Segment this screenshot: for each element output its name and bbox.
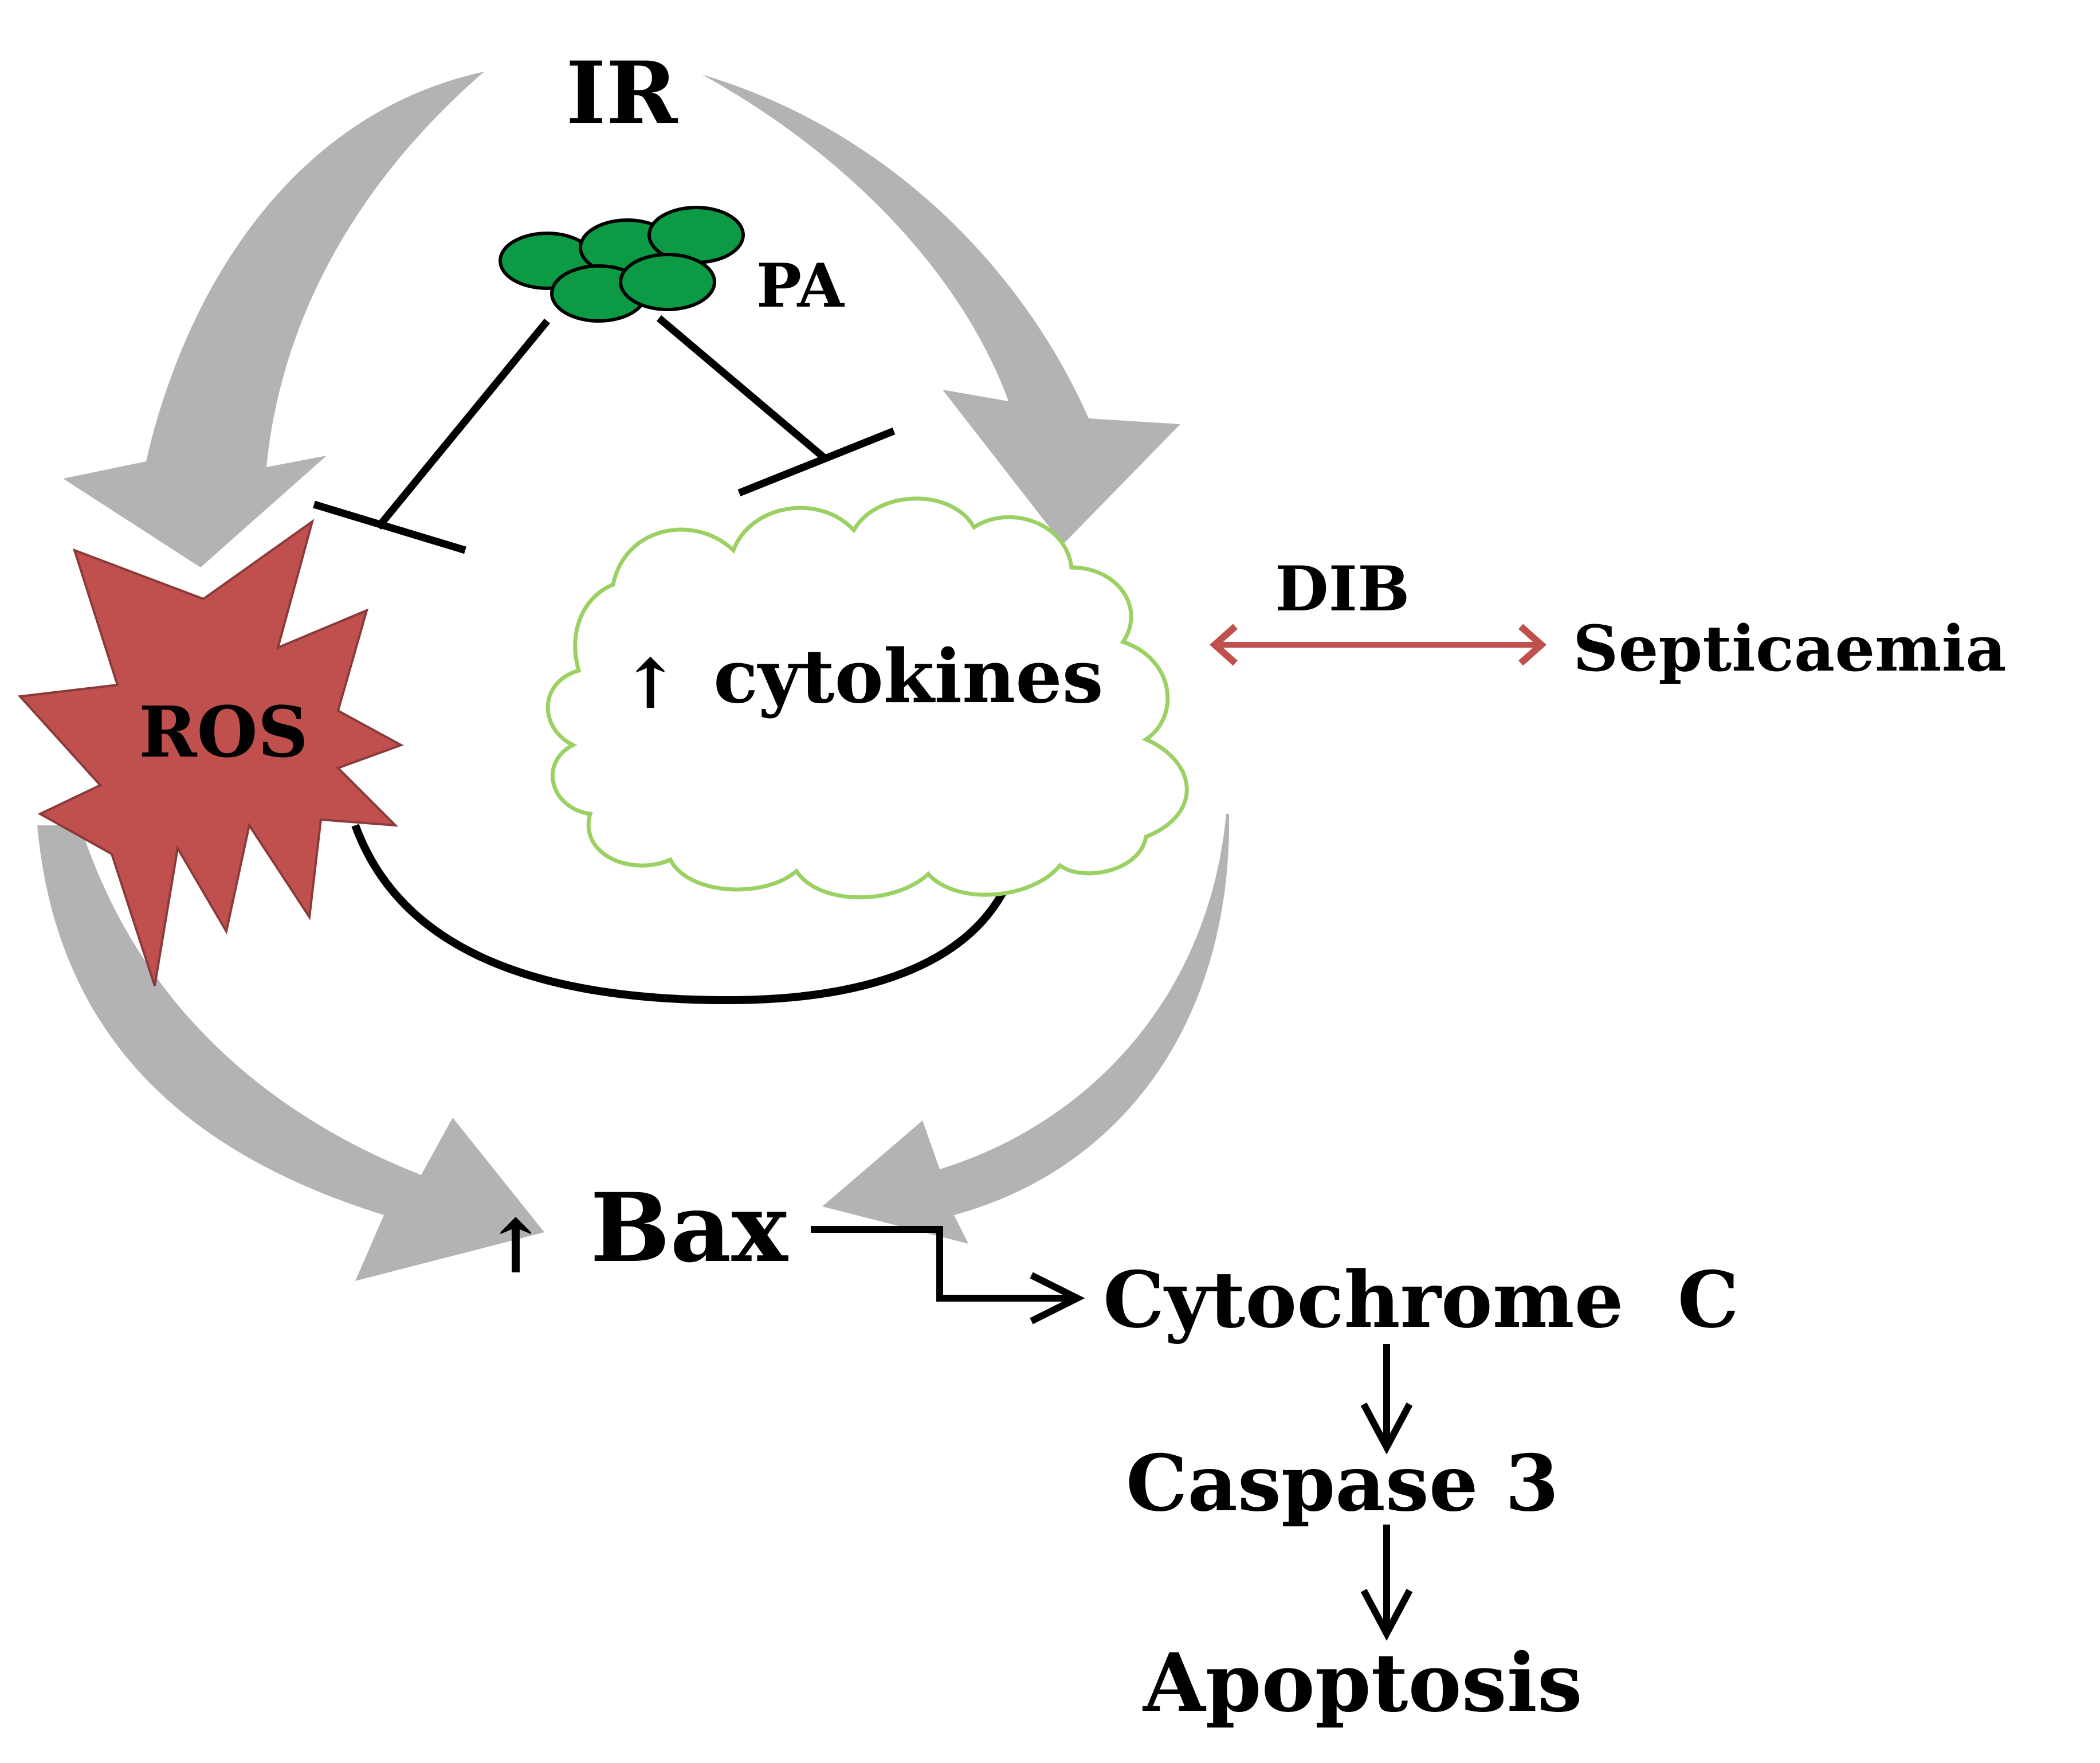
cell-cluster-icon [498,206,745,323]
pa-inhibits-ros-line [375,318,551,530]
feedback-arc [351,813,1027,1005]
bax-to-cytochrome-arrow [811,1226,1085,1325]
septicaemia-label: Septicaemia [1573,612,2007,685]
cytokines-to-bax-arrow [822,814,1230,1244]
ros-inhibition-bar [313,500,466,554]
ir-label: IR [566,43,678,144]
bax-up-arrow: ↑ [485,1202,547,1290]
ros-to-bax-arrow [37,825,544,1281]
cytochrome-to-caspase-arrow [1360,1344,1413,1455]
apoptosis-label: Apoptosis [1142,1636,1583,1730]
cytokines-inhibition-bar [737,427,896,497]
pa-inhibits-cytokines-line [656,315,828,461]
ros-label: ROS [139,691,308,773]
cytokines-label: cytokines [713,634,1104,720]
gray-arrows [37,72,1230,1281]
caspase-label: Caspase 3 [1126,1437,1559,1529]
bax-label: Bax [590,1172,788,1283]
inhibition-lines [313,315,896,554]
cytochrome-label: Cytochrome C [1103,1254,1739,1345]
caspase-to-apoptosis-arrow [1360,1525,1413,1641]
starburst-icon [17,519,404,986]
ir-to-cytokines-arrow [702,75,1180,544]
dib-label: DIB [1275,553,1410,625]
pa-label: PA [756,250,845,321]
ir-to-ros-arrow [63,72,484,567]
cytokines-up-arrow: ↑ [622,644,680,724]
cloud-icon [545,496,1189,900]
